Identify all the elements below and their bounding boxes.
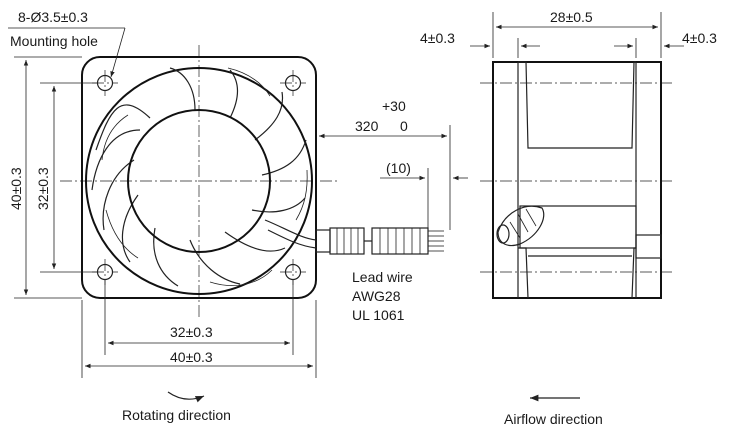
side-top-web [518,61,636,149]
ul-label: UL 1061 [352,307,405,323]
fan-venturi-circle [85,67,313,295]
hole-spec-label: 8-Ø3.5±0.3 [18,9,88,25]
rotating-direction-arrow [167,391,205,403]
wire-length-label: 320 [355,118,379,134]
strip-length-label: (10) [386,160,411,176]
rotating-direction-label: Rotating direction [122,407,231,423]
fan-frame-outline [81,56,317,299]
dim-inner-horizontal: 32±0.3 [170,324,213,340]
dim-right-flange: 4±0.3 [682,30,717,46]
fan-blades [91,67,308,287]
dim-outer-horizontal: 40±0.3 [170,349,213,365]
wire-tol-plus: +30 [382,98,406,114]
dim-left-flange: 4±0.3 [420,30,455,46]
side-view: 28±0.5 4±0.3 4±0.3 Airflow direction [420,9,717,427]
lead-wire [264,219,444,255]
fan-hub [127,109,271,253]
dim-inner-vertical: 32±0.3 [35,167,51,210]
front-view: 8-Ø3.5±0.3 Mounting hole 40±0.3 32±0.3 3… [8,9,468,423]
awg-label: AWG28 [352,288,401,304]
side-housing [492,61,662,299]
wire-tol-zero: 0 [400,118,408,134]
dim-outer-vertical: 40±0.3 [8,167,24,210]
hole-spec-leader [110,27,126,78]
mounting-hole-label: Mounting hole [10,33,98,49]
lead-wire-label: Lead wire [352,269,413,285]
dim-depth: 28±0.5 [550,9,593,25]
side-wire-grommet [496,205,545,247]
side-motor-block [519,205,637,249]
airflow-direction-label: Airflow direction [504,411,603,427]
